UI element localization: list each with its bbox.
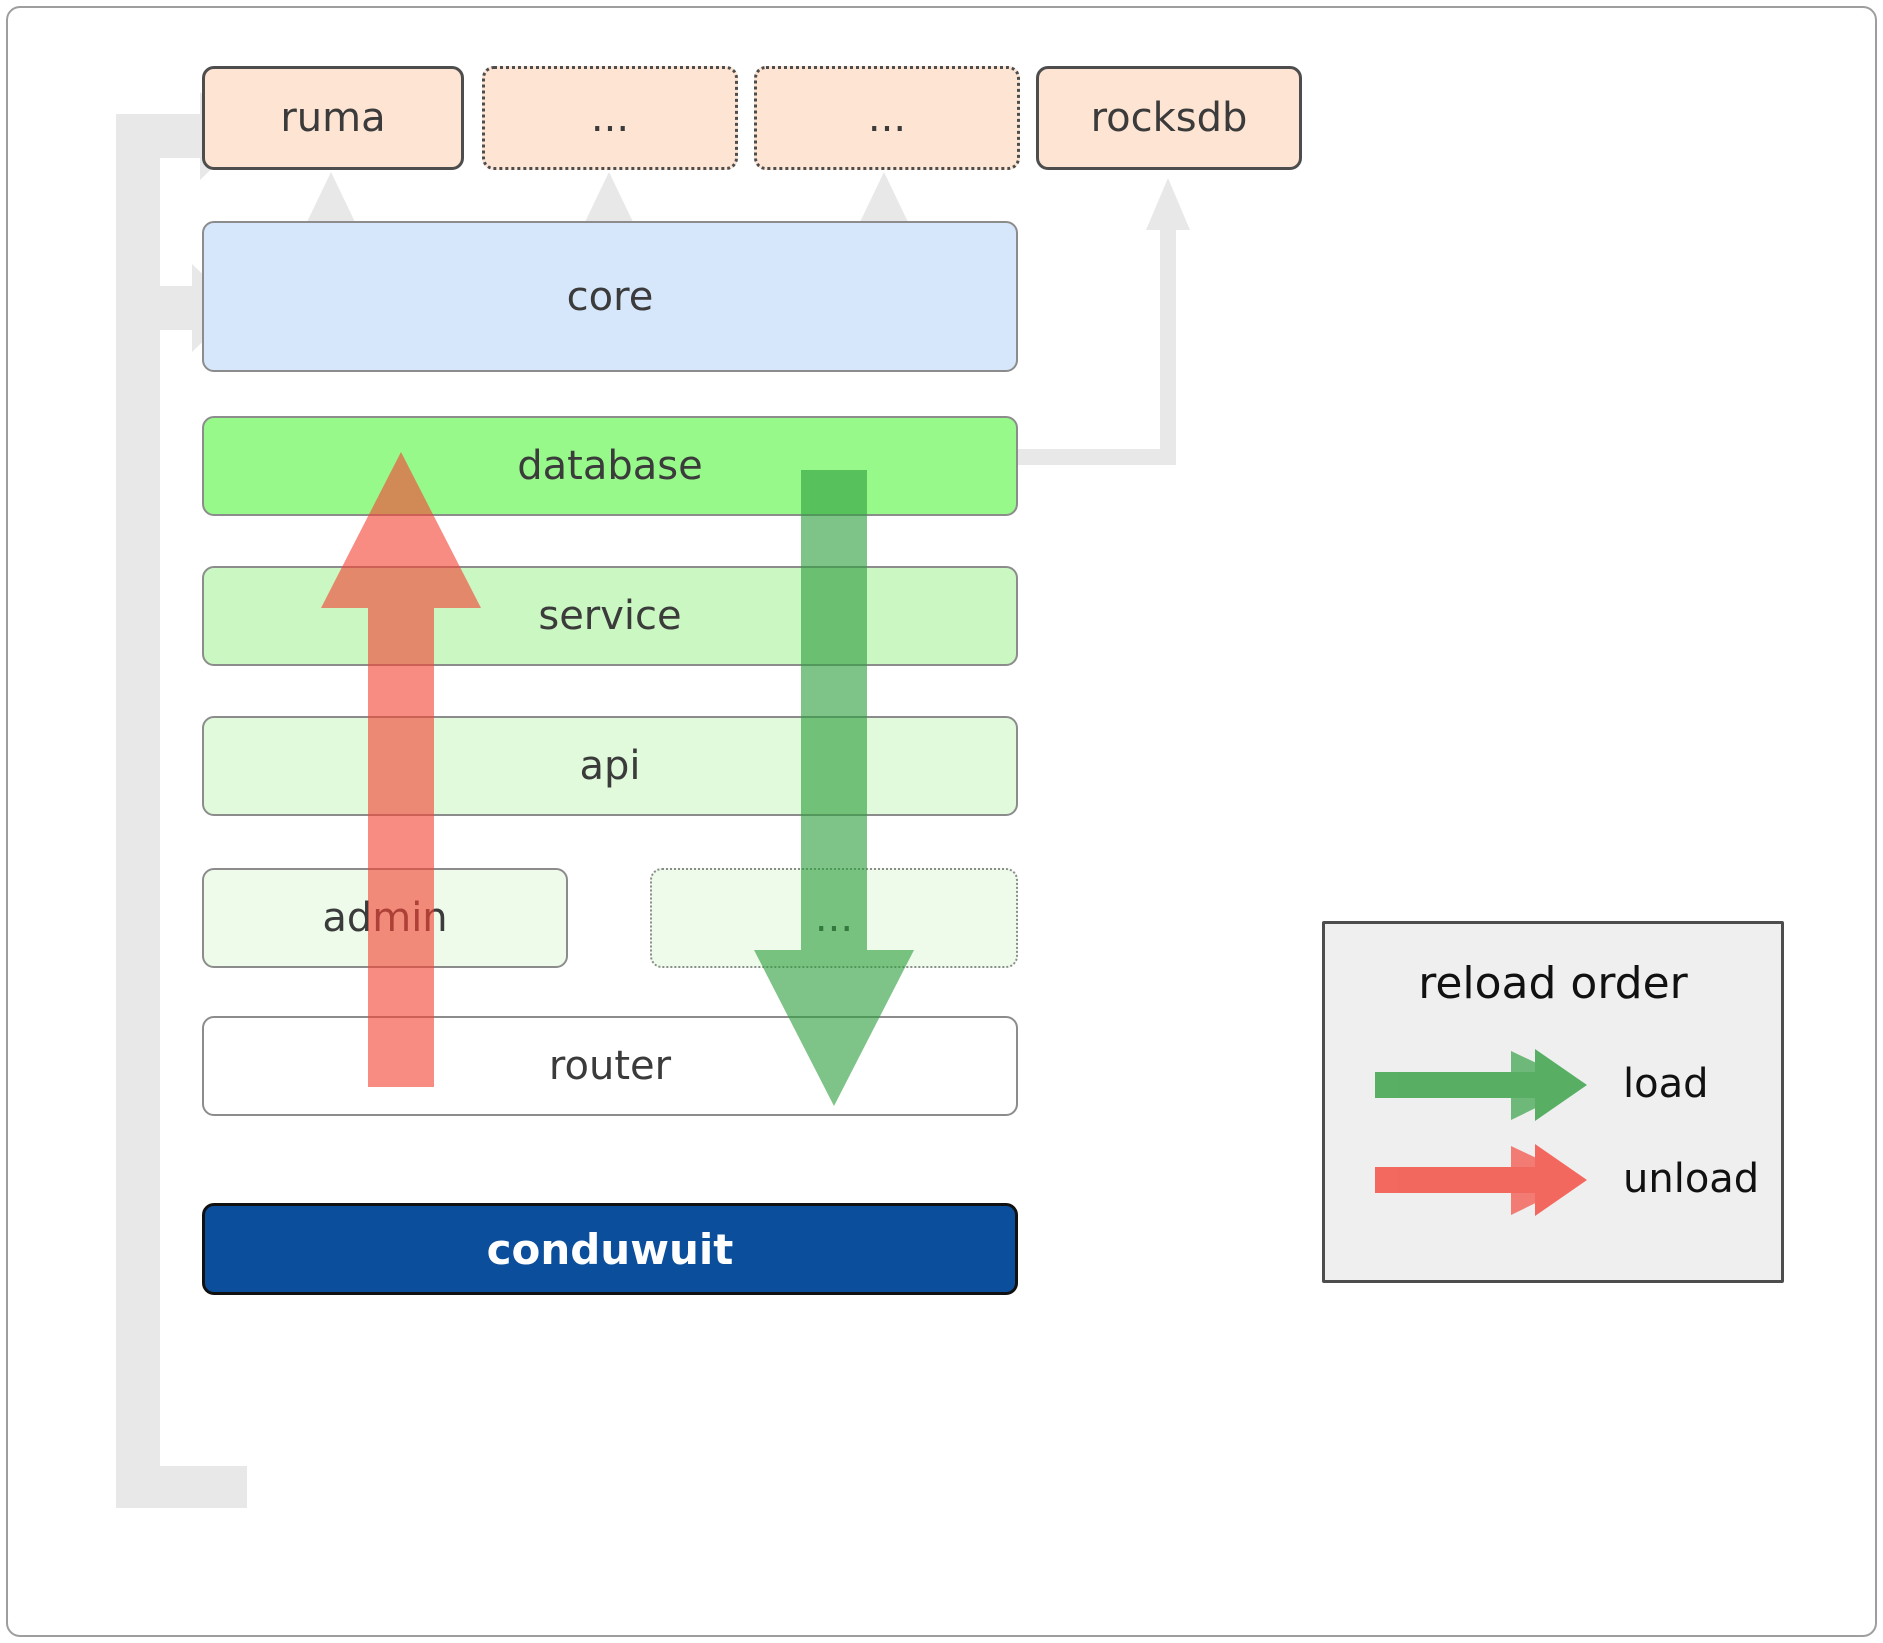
node-core[interactable]: core (202, 221, 1018, 372)
node-api[interactable]: api (202, 716, 1018, 816)
legend-label-unload: unload (1623, 1156, 1760, 1202)
node-ruma-label: ruma (280, 95, 386, 141)
node-ruma[interactable]: ruma (202, 66, 464, 170)
node-admin-label: admin (322, 895, 448, 941)
node-conduwuit-label: conduwuit (486, 1224, 734, 1274)
node-ellipsis-1[interactable]: ... (482, 66, 738, 170)
node-rocksdb-label: rocksdb (1090, 95, 1248, 141)
node-conduwuit[interactable]: conduwuit (202, 1203, 1018, 1295)
legend-load-arrow-icon (1375, 1049, 1587, 1121)
legend-panel: reload order load unload (1322, 921, 1784, 1283)
node-ellipsis-1-label: ... (590, 95, 630, 141)
legend-unload-arrow-icon (1375, 1144, 1587, 1216)
node-ellipsis-2-label: ... (867, 95, 907, 141)
node-api-label: api (579, 743, 641, 789)
node-database-label: database (517, 443, 703, 489)
node-ellipsis-2[interactable]: ... (754, 66, 1020, 170)
node-router[interactable]: router (202, 1016, 1018, 1116)
node-service[interactable]: service (202, 566, 1018, 666)
node-ellipsis-leaf-label: ... (814, 895, 854, 941)
node-core-label: core (566, 273, 654, 320)
legend-swatches (1375, 1049, 1587, 1216)
node-database[interactable]: database (202, 416, 1018, 516)
node-service-label: service (538, 593, 682, 639)
legend-label-load: load (1623, 1061, 1709, 1107)
node-admin[interactable]: admin (202, 868, 568, 968)
legend-title: reload order (1418, 958, 1688, 1009)
node-router-label: router (548, 1043, 672, 1089)
node-ellipsis-leaf[interactable]: ... (650, 868, 1018, 968)
node-rocksdb[interactable]: rocksdb (1036, 66, 1302, 170)
